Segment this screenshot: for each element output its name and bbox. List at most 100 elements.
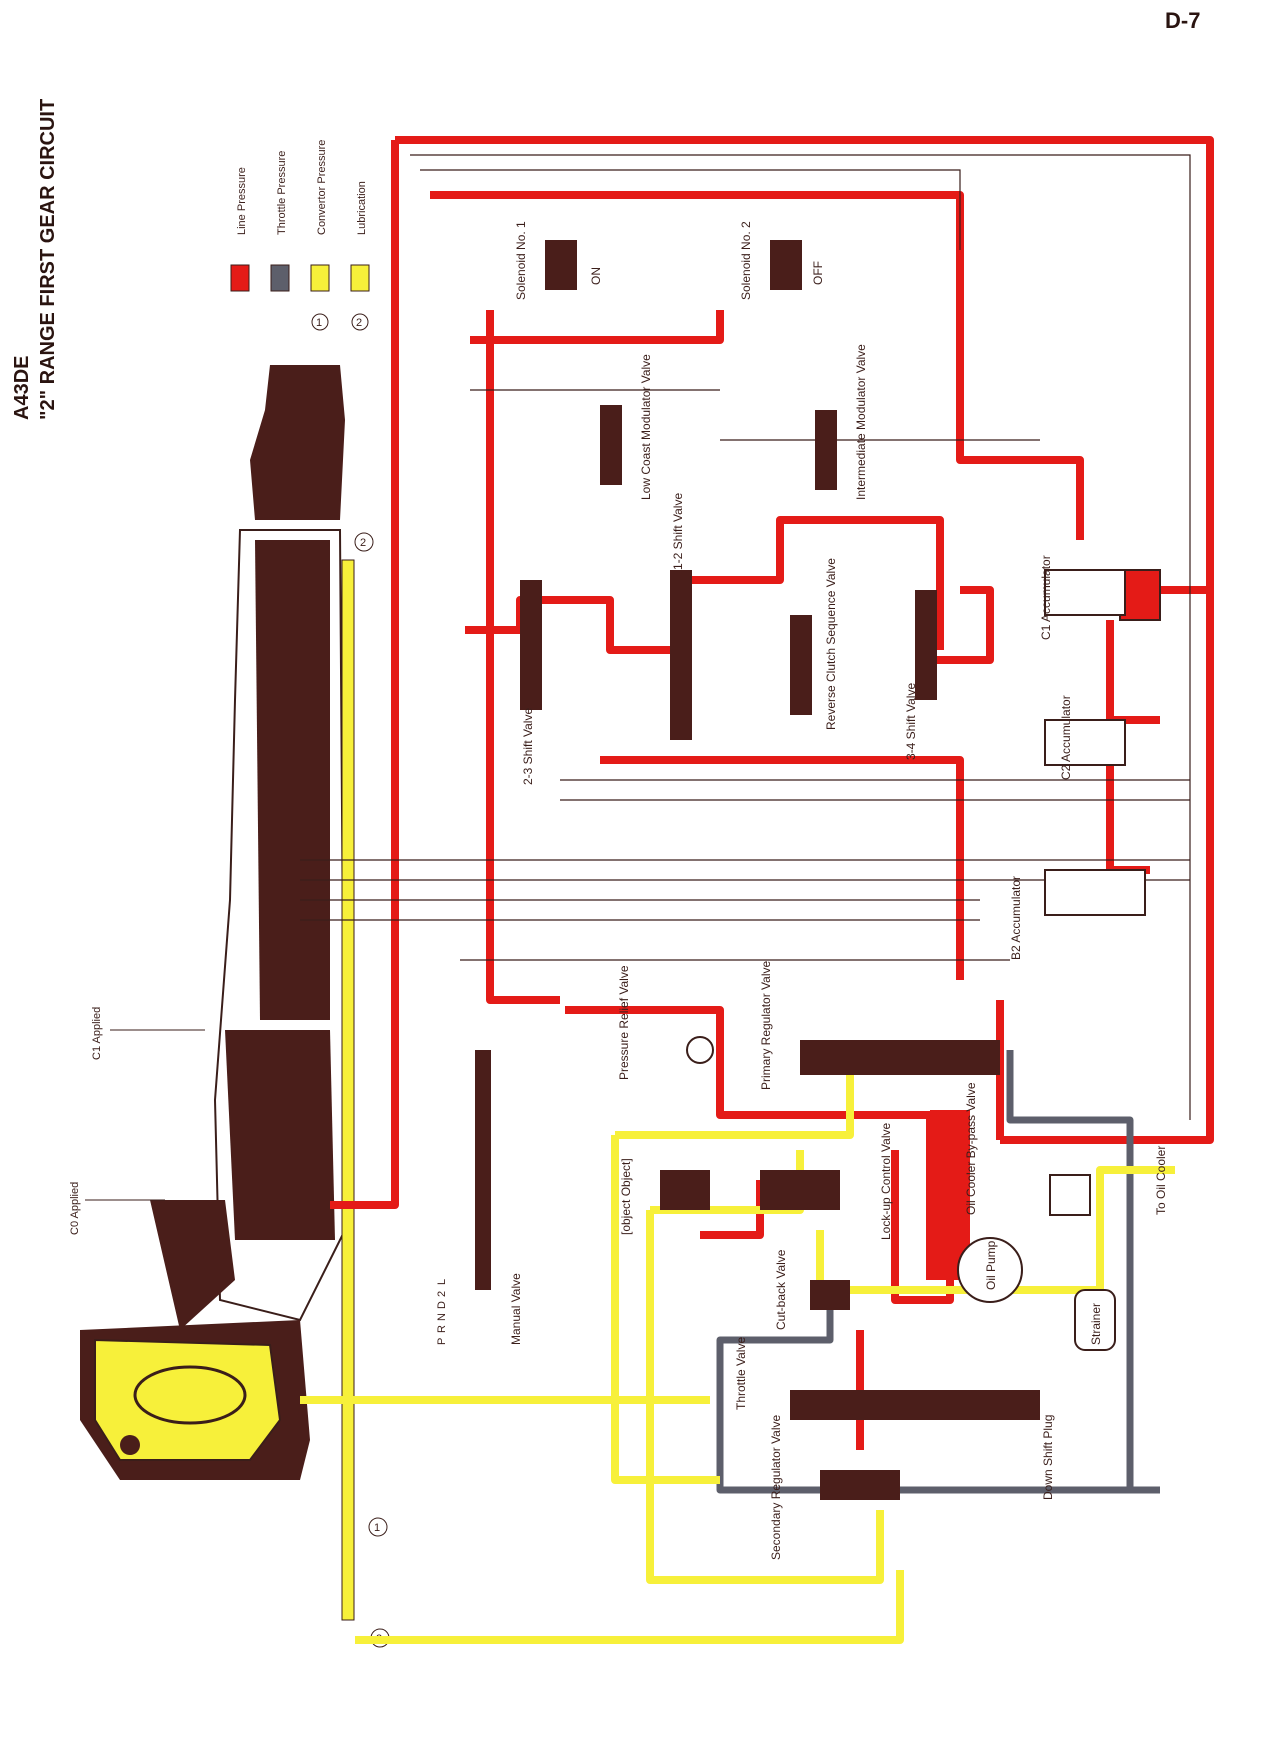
position-D: D [436, 1301, 448, 1309]
gray-throttle-left [716, 1300, 834, 1440]
title-model: A43DE [11, 356, 33, 420]
label-secondary-regulator: Secondary Regulator Valve [769, 1414, 783, 1560]
legend-swatch-throttle [270, 264, 290, 292]
primary-regulator-body [800, 1040, 1000, 1075]
red-c2-accum [1106, 620, 1160, 724]
red-top-branch [430, 191, 1084, 540]
gray-throttle-bottom [716, 1440, 1130, 1494]
c0-applied-label: C0 Applied [69, 1182, 81, 1235]
label-shift-12: 1-2 Shift Valve [671, 493, 685, 570]
position-R: R [436, 1325, 448, 1333]
legend-swatch-convertor [310, 264, 330, 292]
legend-item-lubrication: 2 Lubrication [350, 181, 370, 331]
circle-2-upper-text: 2 [360, 537, 366, 549]
yellow-left [611, 1135, 720, 1484]
label-shift-23: 2-3 Shift Valve [521, 708, 535, 785]
solenoid-2-body [770, 240, 802, 290]
label-manual-valve: Manual Valve [509, 1273, 523, 1345]
b2-accumulator-body [1044, 869, 1146, 916]
label-c1-accumulator: C1 Accumulator [1039, 555, 1053, 640]
legend-swatch-lubrication [350, 264, 370, 292]
legend-swatch-line [230, 264, 250, 292]
bellhousing [150, 1200, 235, 1330]
red-mid-branch [600, 756, 964, 980]
lockup-control-body [760, 1170, 840, 1210]
legend: Line Pressure Throttle Pressure 1 Conver… [230, 140, 370, 331]
yellow-secondary [646, 1210, 884, 1584]
clutch-pack-lower [225, 1030, 335, 1240]
legend-label-throttle: Throttle Pressure [276, 151, 288, 235]
yellow-regulator [615, 1050, 854, 1139]
position-P: P [436, 1338, 448, 1345]
drain-passages [300, 154, 1191, 1120]
label-oil-cooler-bypass: Oil Cooler By-pass Valve [964, 1082, 978, 1215]
red-outer-loop [395, 136, 1214, 1144]
cutback-body [810, 1280, 850, 1310]
legend-marker-2 [351, 313, 369, 331]
shift-34-body [915, 590, 937, 700]
circle-1-lower [368, 1517, 388, 1537]
throttle-valve-body [790, 1390, 1040, 1420]
label-pressure-relief: Pressure Relief Valve [617, 965, 631, 1080]
label-solenoid-1: Solenoid No. 1 [514, 221, 528, 300]
legend-marker-2-text: 2 [356, 317, 362, 329]
case-rear [250, 365, 345, 520]
secondary-regulator-body [820, 1470, 900, 1500]
solenoid-3-body [660, 1170, 710, 1210]
legend-label-line: Line Pressure [236, 167, 248, 235]
position-2: 2 [436, 1291, 448, 1297]
component-labels: Solenoid No. 1 ON Solenoid No. 2 OFF Low… [509, 221, 1168, 1560]
label-c2-accumulator: C2 Accumulator [1059, 695, 1073, 780]
label-solenoid-3: [object Object] [619, 1158, 633, 1235]
intermediate-modulator-body [815, 410, 837, 490]
position-L: L [436, 1279, 448, 1285]
label-cutback: Cut-back Valve [774, 1249, 788, 1330]
reverse-seq-body [790, 615, 812, 715]
red-inner-trunk [486, 310, 560, 1004]
gray-right-loop [1006, 1050, 1160, 1494]
manual-valve-positions: P R N D 2 L [436, 1279, 448, 1345]
lubrication-passage [341, 559, 355, 1621]
legend-item-throttle-pressure: Throttle Pressure [270, 151, 290, 292]
torque-converter [94, 1338, 282, 1461]
transmission-cross-section: 2 1 2 C1 Applied C0 Applied [69, 365, 390, 1648]
label-throttle-valve: Throttle Valve [734, 1337, 748, 1410]
oil-pump-body [957, 1237, 1023, 1303]
c2-accumulator-body [1044, 719, 1126, 766]
c1-accumulator-body [1044, 569, 1126, 616]
valves [475, 240, 1146, 1500]
label-solenoid-2-state: OFF [811, 261, 825, 285]
converter-turbine [133, 1365, 247, 1425]
solenoid-1-body [545, 240, 577, 290]
label-b2-accumulator: B2 Accumulator [1009, 876, 1023, 960]
strainer-body [1074, 1289, 1116, 1351]
shift-23-body [520, 580, 542, 710]
label-intermediate-modulator: Intermediate Modulator Valve [854, 344, 868, 500]
legend-marker-1-text: 1 [316, 317, 322, 329]
clutch-pack-upper [255, 540, 330, 1020]
red-23-shift [465, 596, 680, 654]
c1-applied-label: C1 Applied [91, 1007, 103, 1060]
legend-item-convertor-pressure: 1 Convertor Pressure [310, 140, 330, 331]
label-primary-regulator: Primary Regulator Valve [759, 961, 773, 1090]
drain-outer [410, 154, 1191, 1120]
shift-12-body [670, 570, 692, 740]
oil-cooler-bypass-body [1049, 1174, 1091, 1216]
label-low-coast-modulator: Low Coast Modulator Valve [639, 354, 653, 500]
page-number: D-7 [1165, 8, 1201, 33]
label-solenoid-2: Solenoid No. 2 [739, 221, 753, 300]
legend-label-convertor: Convertor Pressure [316, 140, 328, 235]
circle-1-lower-text: 1 [374, 1522, 380, 1534]
red-solenoid-feed [470, 310, 724, 344]
legend-marker-1 [311, 313, 329, 331]
label-reverse-seq: Reverse Clutch Sequence Valve [824, 558, 838, 730]
low-coast-modulator-body [600, 405, 622, 485]
pressure-relief-ball [686, 1036, 714, 1064]
red-12-shift [680, 516, 944, 650]
label-solenoid-1-state: ON [589, 267, 603, 285]
diagram-title: A43DE "2" RANGE FIRST GEAR CIRCUIT [11, 99, 59, 420]
position-N: N [436, 1313, 448, 1321]
yellow-bottom [355, 1570, 904, 1644]
line-pressure-passages [330, 136, 1214, 1450]
